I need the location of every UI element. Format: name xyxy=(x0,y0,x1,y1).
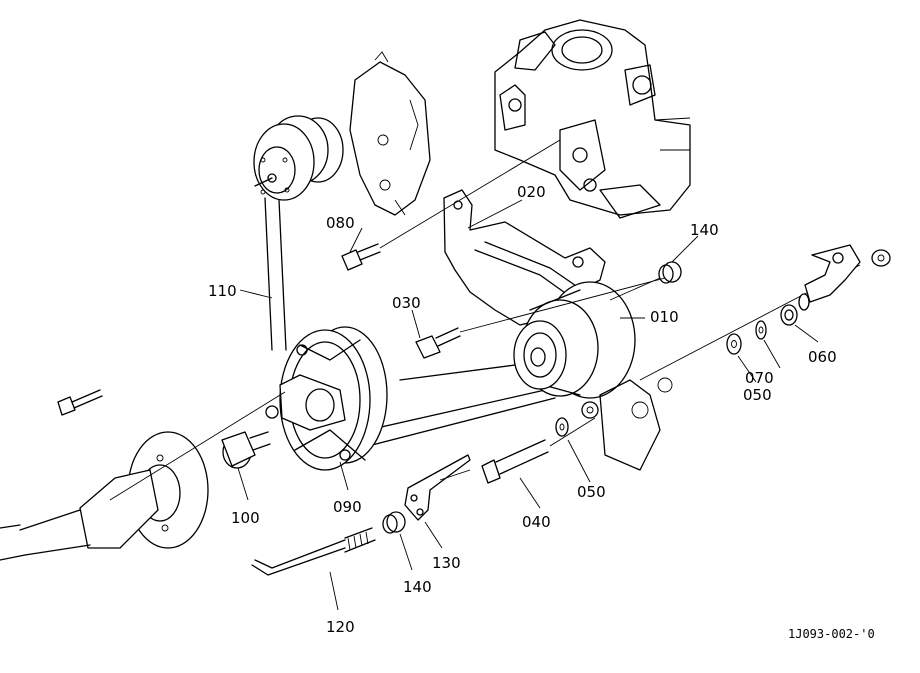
callout-110: 110 xyxy=(208,282,237,300)
callout-030: 030 xyxy=(392,294,421,312)
lower-pulley xyxy=(265,326,388,471)
nut-140-upper xyxy=(609,261,682,301)
callout-070: 070 xyxy=(745,369,774,387)
callout-010: 010 xyxy=(650,308,679,326)
bolt-030 xyxy=(415,277,666,359)
bolt-040 xyxy=(481,417,596,484)
callout-090: 090 xyxy=(333,498,362,516)
loose-bolt xyxy=(57,389,103,416)
hardware-right xyxy=(639,244,891,381)
engine-housing xyxy=(349,19,691,219)
bolt-080 xyxy=(341,139,561,271)
washer-050-lower xyxy=(555,417,569,437)
bolt-100 xyxy=(221,431,271,469)
callout-040: 040 xyxy=(522,513,551,531)
callout-060: 060 xyxy=(808,348,837,366)
alternator xyxy=(513,281,673,471)
callout-080: 080 xyxy=(326,214,355,232)
washer-hole xyxy=(559,423,565,431)
callout-050-lower: 050 xyxy=(577,483,606,501)
callout-130: 130 xyxy=(432,554,461,572)
callout-120: 120 xyxy=(326,618,355,636)
callout-140-upper: 140 xyxy=(690,221,719,239)
callout-020: 020 xyxy=(517,183,546,201)
callout-050-right: 050 xyxy=(743,386,772,404)
callout-140-lower: 140 xyxy=(403,578,432,596)
callout-100: 100 xyxy=(231,509,260,527)
upper-pulley xyxy=(253,115,344,201)
leader-lines xyxy=(237,199,819,611)
adjust-rod-120 xyxy=(251,527,376,576)
diagram-code: 1J093-002-'0 xyxy=(788,627,875,641)
drive-shaft xyxy=(0,391,286,561)
nut-140-lower xyxy=(382,511,406,534)
adjust-plate-130 xyxy=(404,454,471,521)
v-belt xyxy=(264,197,556,446)
